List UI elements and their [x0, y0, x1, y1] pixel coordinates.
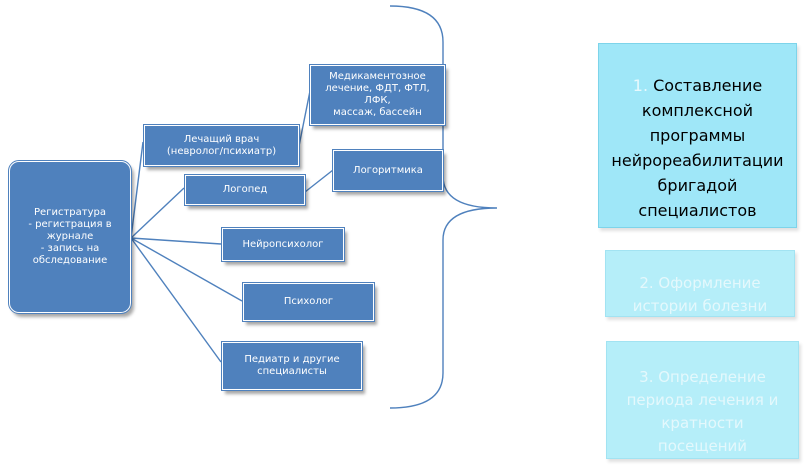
pediatrician-label: Педиатр и другие специалисты [244, 354, 340, 377]
connector-root-neuropsychologist [130, 237, 222, 245]
step-3-text: Определение периода лечения и кратности … [626, 367, 779, 455]
step-3-content: 3. Определение периода лечения и кратнос… [627, 343, 779, 458]
connector-root-doctor [130, 141, 144, 239]
step-2-content: 2. Оформление истории болезни [633, 249, 767, 318]
attending-doctor-node: Лечащий врач (невролог/психиатр) [143, 124, 300, 167]
speech-therapist-label: Логопед [222, 184, 268, 195]
medication-treatment-node: Медикаментозное лечение, ФДТ, ФТЛ, ЛФК, … [309, 64, 446, 126]
connector-root-psychologist [130, 237, 243, 302]
connector-root-pediatrician [130, 237, 222, 363]
psychologist-node: Психолог [242, 282, 375, 322]
step-3-card: 3. Определение периода лечения и кратнос… [606, 341, 799, 459]
grouping-brace [389, 5, 498, 409]
step-1-number: 1. [632, 76, 649, 95]
logorhythmics-node: Логоритмика [332, 149, 444, 192]
neuropsychologist-node: Нейропсихолог [221, 227, 345, 262]
logorhythmics-label: Логоритмика [353, 164, 423, 176]
neuropsychologist-label: Нейропсихолог [242, 238, 324, 250]
step-1-content: 1. Составление комплексной программы ней… [611, 48, 783, 223]
connector-logoped-logorhythmics [304, 169, 334, 193]
step-3-number: 3. [639, 367, 654, 386]
medication-treatment-label: Медикаментозное лечение, ФДТ, ФТЛ, ЛФК, … [325, 71, 430, 118]
step-2-text: Оформление истории болезни [632, 274, 768, 315]
psychologist-label: Психолог [283, 296, 334, 307]
registry-node: Регистратура - регистрация в журнале - з… [8, 160, 132, 314]
speech-therapist-node: Логопед [184, 174, 306, 206]
connector-root-logoped [130, 187, 185, 239]
registry-label: Регистратура - регистрация в журнале - з… [28, 207, 112, 266]
step-1-card: 1. Составление комплексной программы ней… [598, 43, 797, 228]
attending-doctor-label: Лечащий врач (невролог/психиатр) [166, 133, 277, 157]
connector-doctor-medication [298, 90, 311, 147]
pediatrician-node: Педиатр и другие специалисты [221, 341, 363, 391]
step-1-text: Составление комплексной программы нейрор… [611, 76, 784, 220]
step-2-number: 2. [639, 274, 654, 292]
step-2-card: 2. Оформление истории болезни [605, 250, 795, 317]
